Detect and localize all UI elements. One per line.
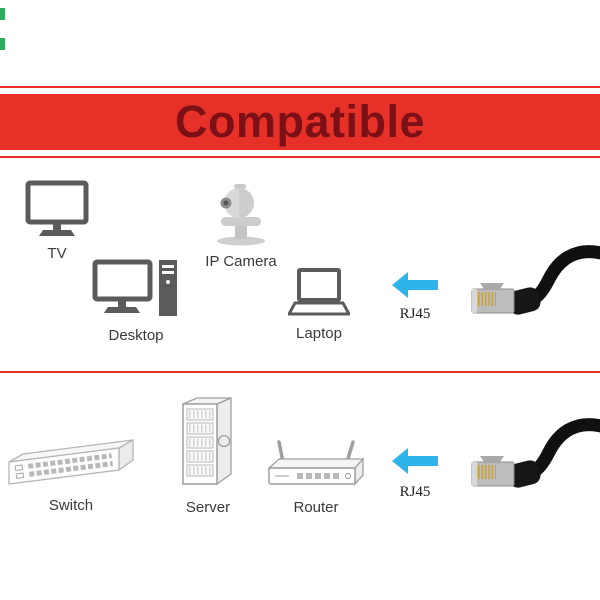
- switch-icon: [8, 438, 134, 485]
- device-ip-camera: IP Camera: [202, 184, 280, 270]
- section-divider-line: [0, 371, 600, 373]
- device-label: Laptop: [296, 325, 342, 342]
- page-title: Compatible: [174, 96, 426, 147]
- device-router: Router: [266, 438, 366, 516]
- device-server: Server: [176, 396, 240, 516]
- device-label: Server: [185, 499, 231, 516]
- banner-top-line: [0, 86, 600, 88]
- device-laptop: Laptop: [286, 268, 352, 342]
- ethernet-cable-icon: [471, 418, 600, 488]
- device-label: TV: [47, 245, 67, 262]
- tv-icon: [25, 180, 89, 236]
- device-tv: TV: [22, 180, 92, 262]
- edge-artifact: [0, 8, 5, 20]
- device-switch: Switch: [4, 432, 138, 514]
- device-desktop: Desktop: [90, 258, 182, 344]
- device-label: IP Camera: [205, 253, 277, 270]
- edge-artifact: [0, 38, 5, 50]
- ip-camera-icon: [217, 184, 265, 246]
- title-banner: Compatible: [0, 94, 600, 150]
- banner-bottom-line: [0, 156, 600, 158]
- desktop-icon: [92, 259, 177, 316]
- device-label: Router: [293, 499, 339, 516]
- rj45-label: RJ45: [399, 306, 431, 322]
- left-arrow-icon: [392, 272, 438, 298]
- router-icon: [267, 440, 365, 486]
- left-arrow-icon: [392, 448, 438, 474]
- ethernet-cable-icon: [471, 245, 600, 315]
- device-label: Desktop: [108, 327, 164, 344]
- device-label: Switch: [48, 497, 94, 514]
- server-icon: [182, 397, 232, 486]
- laptop-icon: [288, 268, 350, 316]
- rj45-label: RJ45: [399, 484, 431, 500]
